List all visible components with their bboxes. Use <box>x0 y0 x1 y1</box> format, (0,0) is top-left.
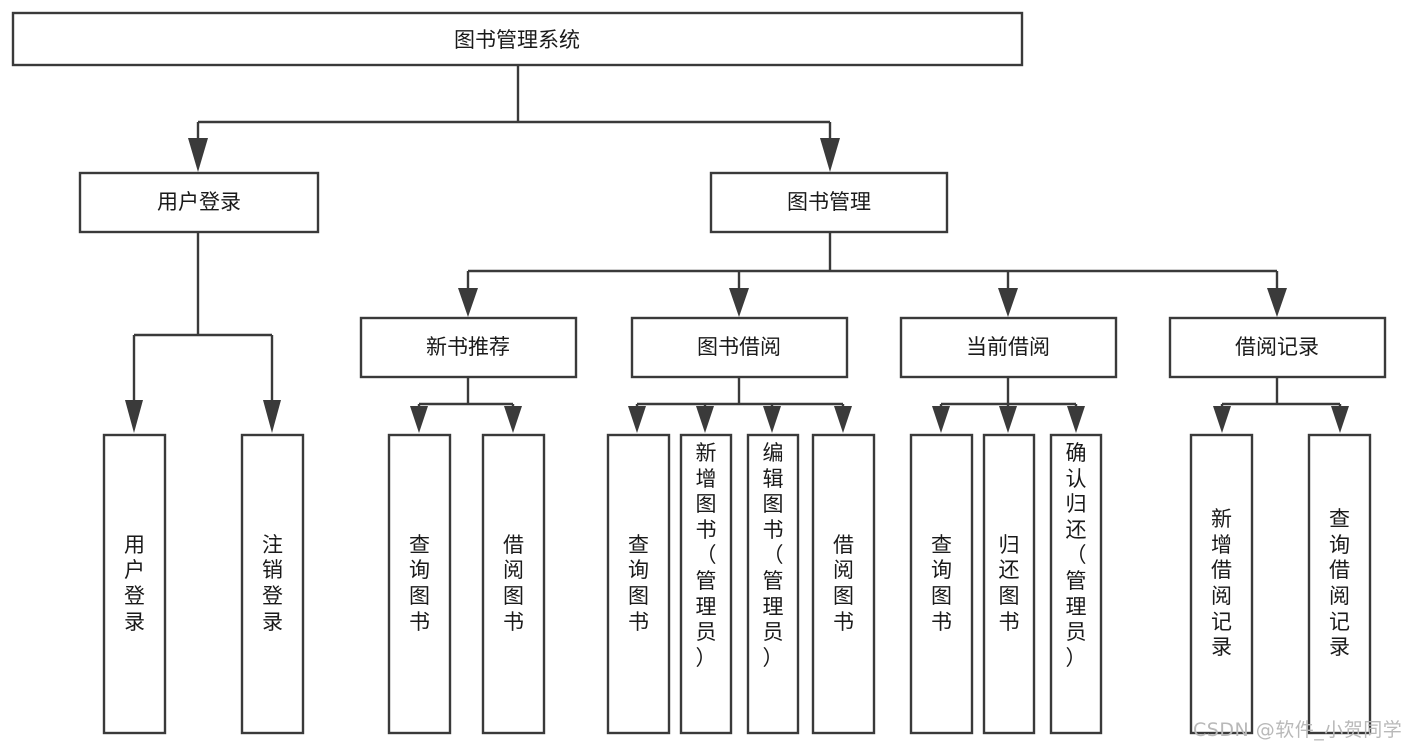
leaf-box-query-book-3[interactable] <box>909 433 974 735</box>
node-current-borrow[interactable]: 当前借阅 <box>899 316 1118 379</box>
leaf-box-confirm-return[interactable] <box>1049 433 1103 735</box>
node-borrow-record-box[interactable] <box>1168 316 1387 379</box>
arrow-head-leaf-borrow-book-2 <box>834 406 852 433</box>
leaf-box-query-record[interactable] <box>1307 433 1372 735</box>
node-user-login-label: 用户登录 <box>157 190 241 214</box>
connector-current-borrow-to-leaves <box>932 377 1085 433</box>
node-current-borrow-label: 当前借阅 <box>966 335 1050 359</box>
csdn-watermark: CSDN @软件_小贺同学 <box>1193 719 1403 741</box>
node-borrow-record-label: 借阅记录 <box>1235 335 1319 359</box>
arrow-head-leaf-logout <box>263 400 281 433</box>
connector-book-borrow-to-leaves <box>628 377 852 433</box>
leaf-box-borrow-book-2[interactable] <box>811 433 876 735</box>
node-current-borrow-box[interactable] <box>899 316 1118 379</box>
leaf-box-query-book-1[interactable] <box>387 433 452 735</box>
arrow-head-current-borrow <box>998 288 1018 317</box>
node-book-manage[interactable]: 图书管理 <box>709 171 949 234</box>
node-borrow-record[interactable]: 借阅记录 <box>1168 316 1387 379</box>
arrow-head-leaf-return-book <box>999 406 1017 433</box>
connector-new-book-to-leaves <box>410 377 522 433</box>
arrow-head-book-manage <box>820 138 840 172</box>
node-root-box[interactable] <box>11 11 1024 67</box>
arrow-head-leaf-edit-book <box>763 406 781 433</box>
arrow-head-leaf-confirm-return <box>1067 406 1085 433</box>
arrow-head-user-login <box>188 138 208 172</box>
node-root[interactable]: 图书管理系统 <box>11 11 1024 67</box>
arrow-head-leaf-add-book <box>696 406 714 433</box>
node-book-manage-box[interactable] <box>709 171 949 234</box>
node-book-borrow-box[interactable] <box>630 316 849 379</box>
leaf-box-query-book-2[interactable] <box>606 433 671 735</box>
connector-borrow-record-to-leaves <box>1213 377 1349 433</box>
arrow-head-leaf-query-book-2 <box>628 406 646 433</box>
arrow-head-leaf-query-book-3 <box>932 406 950 433</box>
node-root-label: 图书管理系统 <box>454 28 580 52</box>
node-book-borrow-label: 图书借阅 <box>697 335 781 359</box>
leaf-box-user-login[interactable] <box>102 433 167 735</box>
arrow-head-new-book <box>458 288 478 317</box>
arrow-head-borrow-record <box>1267 288 1287 317</box>
leaf-box-logout[interactable] <box>240 433 305 735</box>
node-new-book-recommend-box[interactable] <box>359 316 578 379</box>
node-user-login-box[interactable] <box>78 171 320 234</box>
connector-book-manage-to-level3 <box>458 232 1287 317</box>
leaf-box-return-book[interactable] <box>982 433 1036 735</box>
arrow-head-leaf-add-record <box>1213 406 1231 433</box>
connector-user-login-to-leaves <box>125 232 281 433</box>
arrow-head-leaf-query-record <box>1331 406 1349 433</box>
arrow-head-leaf-query-book-1 <box>410 406 428 433</box>
node-book-manage-label: 图书管理 <box>787 190 871 214</box>
leaf-box-borrow-book-1[interactable] <box>481 433 546 735</box>
arrow-head-leaf-user-login <box>125 400 143 433</box>
arrow-head-book-borrow <box>729 288 749 317</box>
node-new-book-recommend[interactable]: 新书推荐 <box>359 316 578 379</box>
arrow-head-leaf-borrow-book-1 <box>504 406 522 433</box>
leaf-box-edit-book[interactable] <box>746 433 800 735</box>
node-new-book-recommend-label: 新书推荐 <box>426 335 510 359</box>
connector-root-to-level2 <box>188 65 840 172</box>
node-book-borrow[interactable]: 图书借阅 <box>630 316 849 379</box>
leaf-box-add-record[interactable] <box>1189 433 1254 735</box>
node-user-login[interactable]: 用户登录 <box>78 171 320 234</box>
leaf-box-add-book[interactable] <box>679 433 733 735</box>
